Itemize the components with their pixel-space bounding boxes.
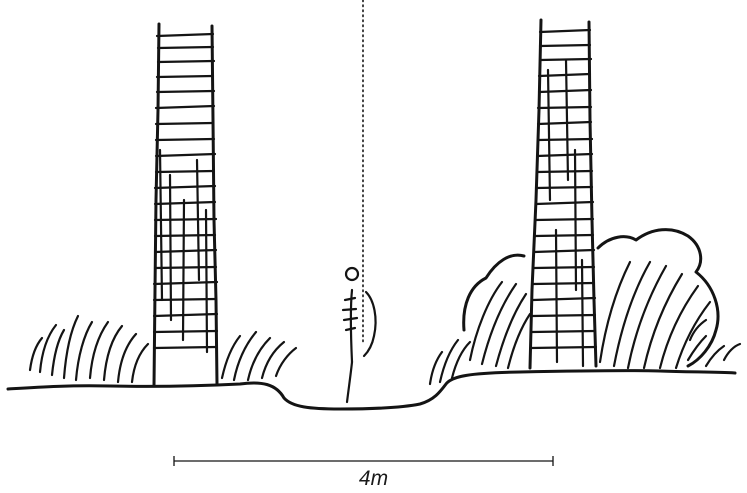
ground-line: [8, 371, 735, 409]
scale-bar-label: 4m: [0, 468, 747, 490]
right-bushes: [430, 230, 740, 384]
left-tower: [154, 24, 217, 386]
small-figure: [343, 268, 376, 402]
right-tower: [530, 20, 596, 368]
left-grass: [30, 316, 296, 382]
scale-bar: [174, 456, 553, 466]
